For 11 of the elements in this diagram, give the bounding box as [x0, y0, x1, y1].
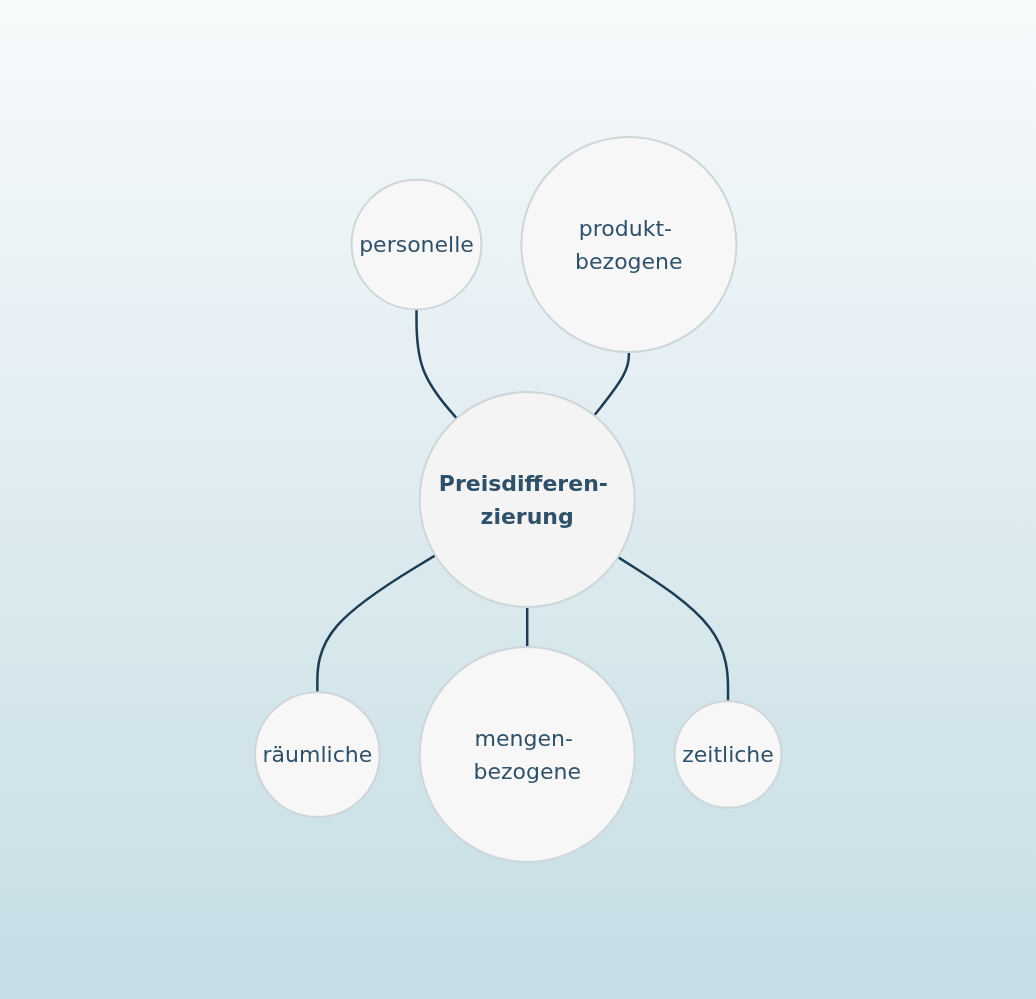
node-circle: personelle: [350, 178, 483, 311]
node-circle: Preisdifferen- zierung: [418, 391, 636, 608]
connector: [617, 556, 730, 702]
connector: [525, 607, 529, 647]
connector: [593, 352, 630, 417]
node-circle: zeitliche: [673, 700, 783, 809]
node-circle: mengen- bezogene: [418, 646, 636, 863]
connector: [315, 554, 436, 693]
node-circle: räumliche: [253, 691, 381, 818]
node-circle: produkt- bezogene: [520, 136, 738, 353]
connector: [415, 309, 458, 420]
